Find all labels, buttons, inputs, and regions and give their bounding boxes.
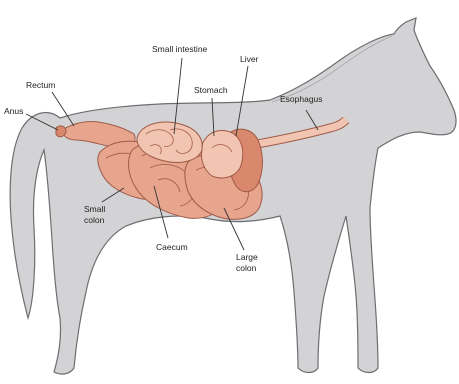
label-esophagus: Esophagus xyxy=(280,94,323,104)
label-large-colon-line1: Large xyxy=(236,252,258,262)
label-anus: Anus xyxy=(4,106,23,116)
label-rectum: Rectum xyxy=(26,80,55,90)
label-small-intestine: Small intestine xyxy=(152,44,208,54)
stomach-organ xyxy=(201,131,242,178)
label-caecum: Caecum xyxy=(156,242,188,252)
anus-organ xyxy=(56,126,66,137)
label-large-colon-line2: colon xyxy=(236,263,257,273)
label-liver: Liver xyxy=(240,54,259,64)
label-stomach: Stomach xyxy=(194,85,228,95)
label-small-colon-line2: colon xyxy=(84,215,105,225)
label-small-colon-line1: Small xyxy=(84,204,105,214)
